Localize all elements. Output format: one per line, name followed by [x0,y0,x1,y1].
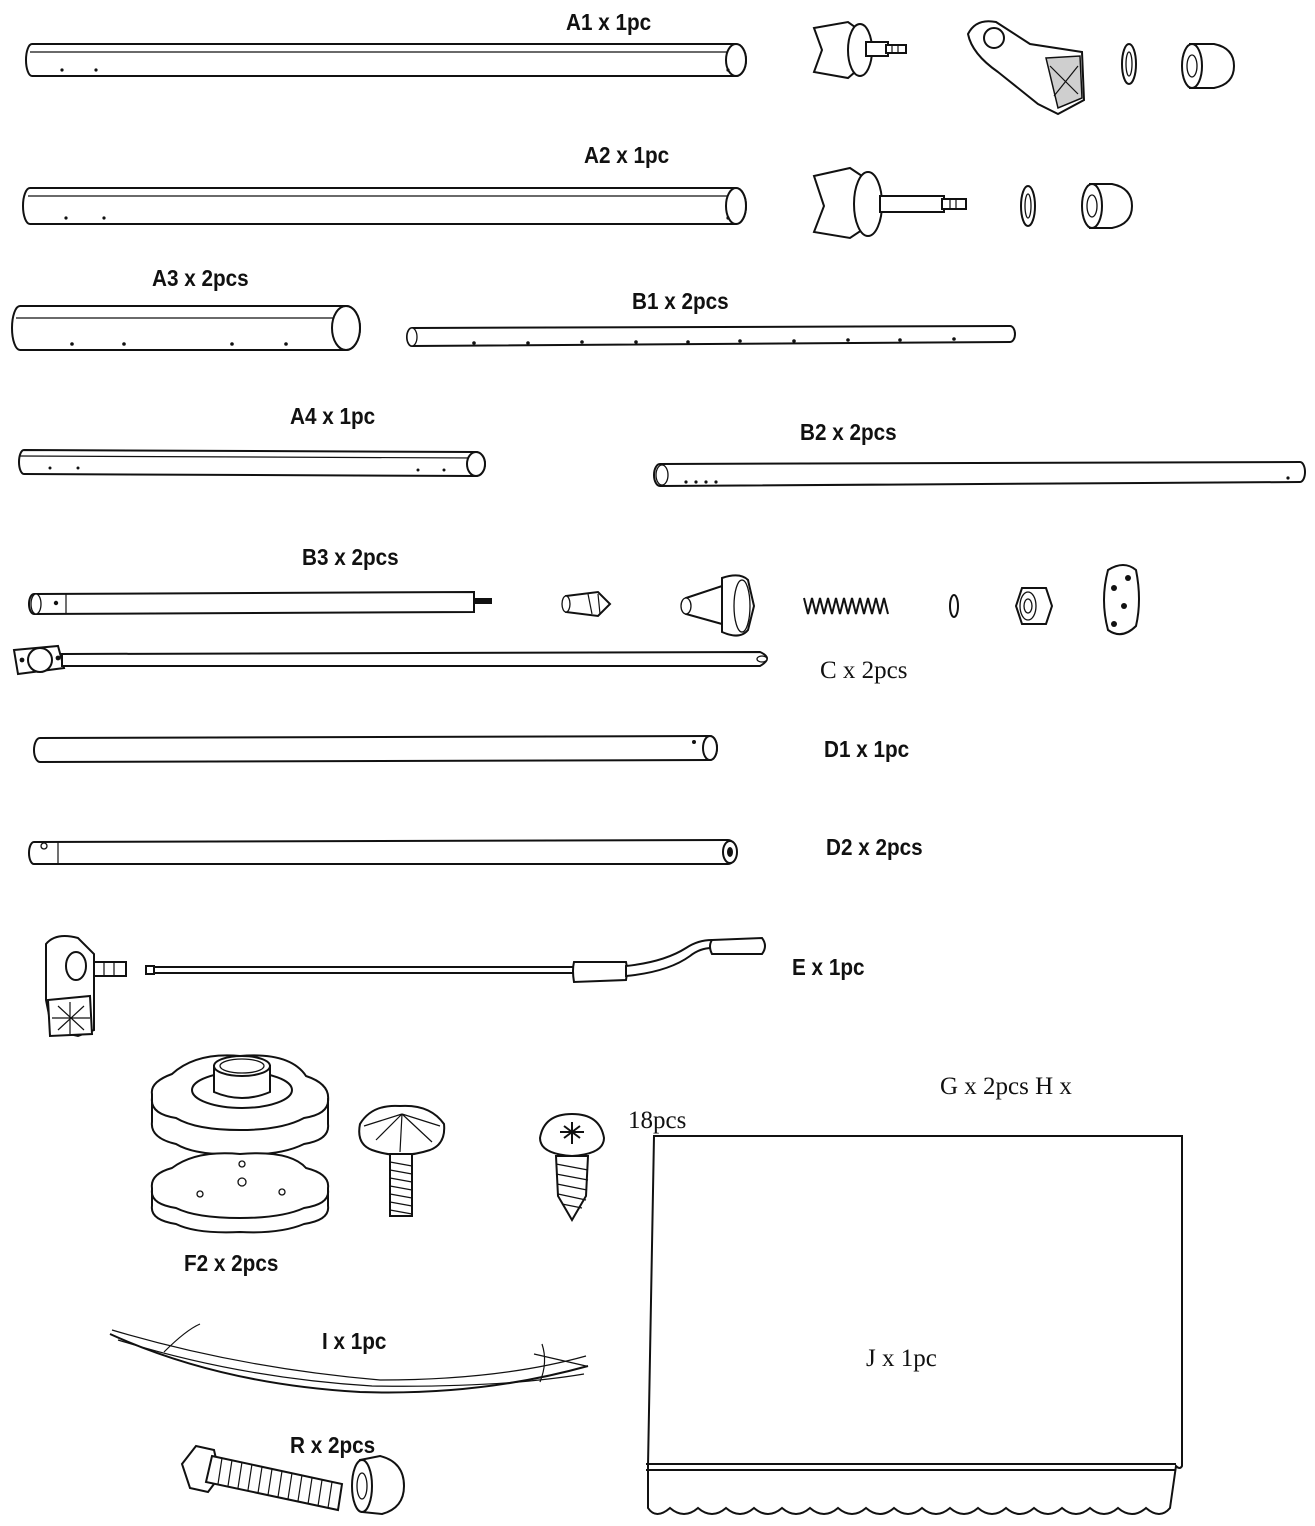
washer-icon [1121,43,1137,85]
label-a2: A2 x 1pc [584,142,670,168]
label-b3: B3 x 2pcs [302,544,399,570]
label-f2: F2 x 2pcs [184,1250,279,1276]
end-cap-icon [680,574,756,637]
washer-icon [949,594,959,618]
label-e: E x 1pc [792,954,865,980]
label-a1: A1 x 1pc [566,9,652,35]
part-a1-rail [25,43,747,77]
part-a3-rail [11,305,361,351]
part-f2-base [150,1054,330,1234]
label-h-count: 18pcs [628,1107,687,1134]
bracket-icon [966,20,1086,116]
label-b2: B2 x 2pcs [800,419,897,445]
label-b1: B1 x 2pcs [632,288,729,314]
part-b1-rod [406,324,1016,348]
part-r-bolt [180,1444,406,1516]
label-c: C x 2pcs [820,657,908,684]
tapered-plug-icon [561,590,612,618]
hex-nut-icon [1014,587,1054,625]
label-a3: A3 x 2pcs [152,265,249,291]
label-j: J x 1pc [866,1345,937,1372]
label-d1: D1 x 1pc [824,736,910,762]
part-d1-tube [33,734,718,764]
part-b2-rod [653,460,1306,488]
label-a4: A4 x 1pc [290,403,376,429]
label-g-h: G x 2pcs H x [940,1073,1072,1100]
part-c-rod [12,644,768,676]
part-j-fabric [646,1135,1183,1515]
part-d2-tube [28,838,738,865]
end-plug-icon [812,20,907,80]
label-i: I x 1pc [322,1328,387,1354]
part-e-crank [45,935,766,1038]
end-plug-icon [812,166,967,240]
label-d2: D2 x 2pcs [826,834,923,860]
part-a2-rail [22,187,747,225]
label-r: R x 2pcs [290,1432,376,1458]
cap-nut-icon [1081,183,1134,229]
spring-icon [803,597,889,615]
part-a4-rail [18,448,486,478]
part-b3-rod [28,590,492,616]
part-i-straps [109,1323,589,1394]
tapping-screw-icon [538,1112,606,1222]
cover-plate-icon [1103,564,1140,636]
knob-screw-icon [358,1104,446,1217]
cap-nut-icon [1181,43,1236,89]
washer-icon [1020,185,1036,227]
